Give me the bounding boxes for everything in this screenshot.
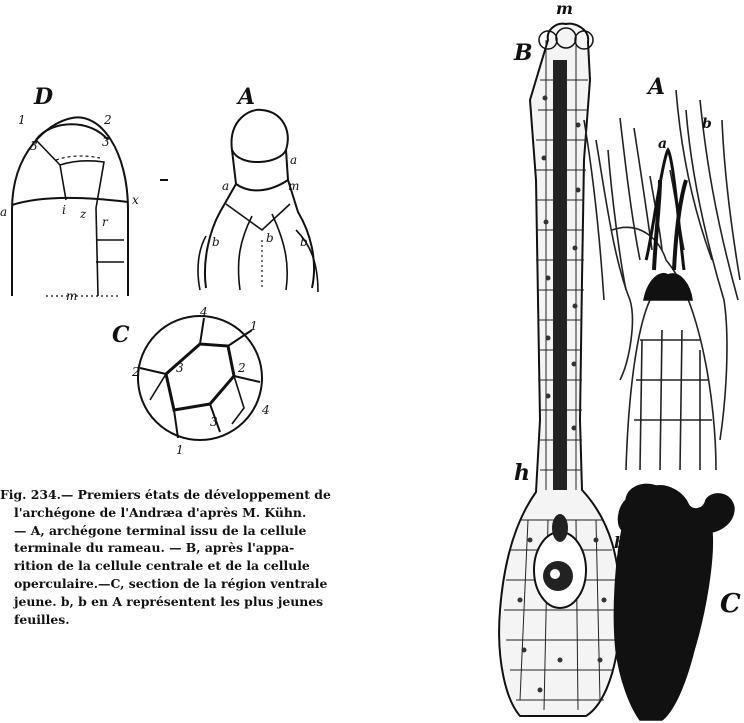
caption-line: rition de la cellule centrale et de la c… <box>0 557 352 575</box>
caption-line: terminale du rameau. — B, après l'appa- <box>0 539 352 557</box>
neck-canal <box>553 60 567 490</box>
drawing-c <box>138 316 262 440</box>
label-c-3b: 3 <box>210 415 218 429</box>
label-a-small: a <box>658 136 667 152</box>
label-d-2: 2 <box>103 113 112 127</box>
label-a-a2: a <box>222 179 229 193</box>
label-a-b3: b <box>300 235 308 249</box>
label-a-a1: a <box>290 153 297 167</box>
label-a-top: A <box>236 84 255 110</box>
label-c: C <box>112 322 130 348</box>
label-b-small: b <box>702 116 712 132</box>
label-c-2: 2 <box>131 365 140 379</box>
label-b: B <box>513 40 533 66</box>
label-d: D <box>33 84 53 110</box>
label-a-b1: b <box>212 235 220 249</box>
label-d-x: x <box>132 193 139 207</box>
label-c-right: C <box>720 589 741 619</box>
label-m-top: m <box>556 0 573 18</box>
figure-caption: Fig. 234.— Premiers états de développeme… <box>0 486 352 628</box>
caption-line: feuilles. <box>0 611 352 629</box>
label-d-3b: 3 <box>102 135 110 149</box>
drawing-b <box>499 24 620 716</box>
caption-line: jeune. b, b en A représentent les plus j… <box>0 593 352 611</box>
caption-line: — A, archégone terminal issu de la cellu… <box>0 522 352 540</box>
label-d-a: a <box>0 205 7 219</box>
caption-line: Fig. 234.— Premiers états de développeme… <box>0 486 352 504</box>
label-c-1: 1 <box>250 319 258 333</box>
label-h: h <box>514 460 530 486</box>
label-a-m: m <box>288 179 299 193</box>
label-c-4b: 4 <box>261 403 270 417</box>
caption-line: operculaire.—C, section de la région ven… <box>0 575 352 593</box>
label-c-2b: 2 <box>237 361 246 375</box>
label-a-b2: b <box>266 231 274 245</box>
label-d-m: m <box>66 289 77 303</box>
label-d-r: r <box>102 215 109 229</box>
label-b-lower: b <box>614 533 625 552</box>
label-c-4: 4 <box>199 305 208 319</box>
label-c-3: 3 <box>176 361 184 375</box>
label-d-i: i <box>62 203 66 217</box>
label-d-3: 3 <box>30 139 38 153</box>
label-c-1b: 1 <box>176 443 184 457</box>
drawing-c-right <box>614 485 734 720</box>
label-a-right: A <box>646 74 665 100</box>
drawing-a <box>198 110 318 292</box>
label-d-z: z <box>79 207 87 221</box>
label-d-1: 1 <box>18 113 26 127</box>
caption-line: l'archégone de l'Andræa d'après M. Kühn. <box>0 504 352 522</box>
